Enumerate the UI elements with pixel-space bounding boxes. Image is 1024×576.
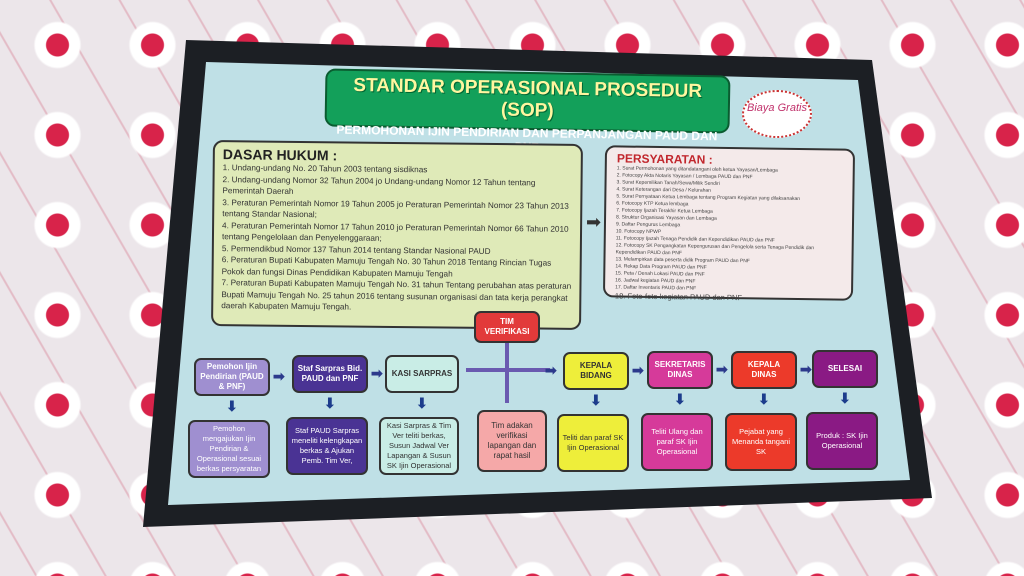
flow-step-desc-1: Pemohon mengajukan Ijin Pendirian & Oper…	[188, 420, 270, 478]
requirements-list: 1. Surat Permohonan yang ditandatangani …	[615, 165, 843, 304]
flow-step-1: Pemohon Ijin Pendirian (PAUD & PNF)	[194, 358, 270, 396]
arrow-down-icon: ⬇	[324, 395, 336, 411]
legal-basis-item: 4. Peraturan Pemerintah Nomor 17 Tahun 2…	[221, 220, 569, 243]
legal-basis-panel: DASAR HUKUM : 1. Undang-undang No. 20 Ta…	[211, 140, 583, 330]
arrow-right-icon: ➡	[632, 362, 644, 378]
arrow-right-icon: ➡	[586, 212, 602, 232]
arrow-right-icon: ➡	[800, 361, 812, 377]
arrow-down-icon: ⬇	[416, 395, 428, 411]
arrow-right-icon: ➡	[371, 365, 383, 381]
arrow-right-icon: ➡	[273, 368, 285, 384]
free-badge: Biaya Gratis	[742, 90, 812, 138]
flow-step-7: SELESAI	[812, 350, 878, 388]
arrow-down-line	[505, 343, 509, 403]
flow-step-desc-5: Teliti Ulang dan paraf SK Ijin Operasion…	[641, 413, 713, 471]
flow-step-3: KASI SARPRAS	[385, 355, 459, 393]
legal-basis-item: 2. Undang-undang Nomor 32 Tahun 2004 jo …	[222, 174, 536, 196]
legal-basis-item: 7. Peraturan Bupati Kabupaten Mamuju Ten…	[221, 278, 572, 312]
flow-step-desc-6: Pejabat yang Menanda tangani SK	[725, 413, 797, 471]
flow-step-desc-2: Staf PAUD Sarpras meneliti kelengkapan b…	[286, 417, 368, 475]
double-arrow-line	[466, 368, 550, 372]
flow-step-5: SEKRETARIS DINAS	[647, 351, 713, 389]
poster-title: STANDAR OPERASIONAL PROSEDUR (SOP) PERMO…	[324, 68, 731, 154]
flow-step-2: Staf Sarpras Bid. PAUD dan PNF	[292, 355, 368, 393]
arrow-down-icon: ⬇	[226, 398, 238, 414]
arrow-right-icon: ➡	[545, 362, 557, 378]
flow-step-desc-3: Kasi Sarpras & Tim Ver teliti berkas, Su…	[379, 417, 459, 475]
legal-basis-list: 1. Undang-undang No. 20 Tahun 2003 tenta…	[221, 162, 573, 315]
requirements-panel: PERSYARATAN : 1. Surat Permohonan yang d…	[602, 145, 856, 302]
title-text: STANDAR OPERASIONAL PROSEDUR (SOP)	[353, 74, 703, 122]
arrow-down-icon: ⬇	[674, 391, 686, 407]
flow-step-6: KEPALA DINAS	[731, 351, 797, 389]
flow-step-desc-4: Teliti dan paraf SK Ijin Operasional	[557, 414, 629, 472]
arrow-down-icon: ⬇	[590, 392, 602, 408]
verification-team-box: TIM VERIFIKASI	[474, 311, 540, 343]
arrow-down-icon: ⬇	[758, 391, 770, 407]
flow-step-desc-7: Produk : SK Ijin Operasional	[806, 412, 878, 470]
flow-step-4: KEPALA BIDANG	[563, 352, 629, 390]
verification-desc-box: Tim adakan verifikasi lapangan dan rapat…	[477, 410, 547, 472]
legal-basis-item: 3. Peraturan Pemerintah Nomor 19 Tahun 2…	[222, 197, 569, 220]
arrow-right-icon: ➡	[716, 361, 728, 377]
arrow-down-icon: ⬇	[839, 390, 851, 406]
